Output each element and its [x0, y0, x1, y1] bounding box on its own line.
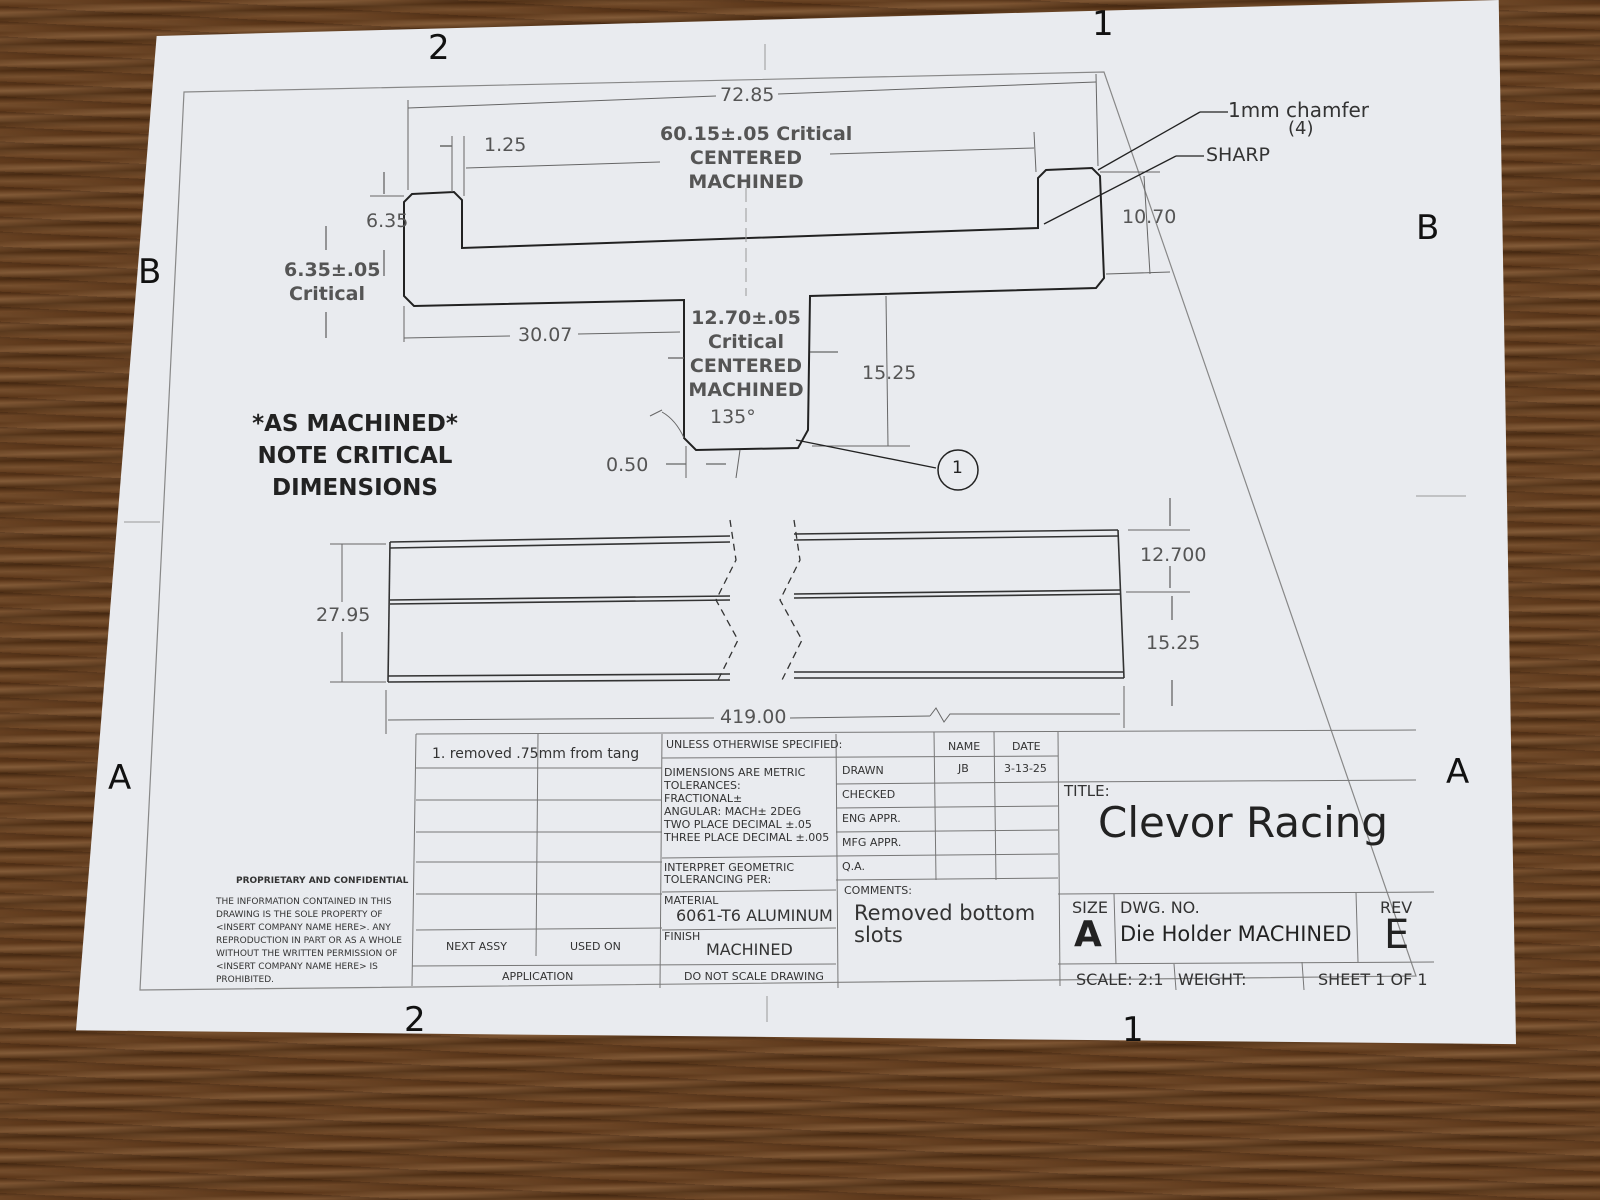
- unless-label: UNLESS OTHERWISE SPECIFIED:: [666, 738, 843, 751]
- dim-slot-width-line1: 60.15±.05 Critical: [660, 123, 853, 145]
- material-label: MATERIAL: [664, 894, 719, 907]
- comments-line2: slots: [854, 923, 903, 947]
- eng-appr-label: ENG APPR.: [842, 812, 901, 825]
- proprietary-text: THE INFORMATION CONTAINED IN THIS DRAWIN…: [216, 896, 402, 987]
- dim-slot-width-line3: MACHINED: [688, 171, 804, 193]
- dim-offset: 30.07: [518, 324, 573, 346]
- scale-label: SCALE: 2:1: [1076, 970, 1164, 989]
- application-label: APPLICATION: [502, 970, 574, 983]
- zone-2-top: 2: [428, 28, 450, 68]
- comments-line1: Removed bottom: [854, 901, 1036, 925]
- proprietary-line3: <INSERT COMPANY NAME HERE>. ANY: [216, 923, 391, 933]
- sharp-note: SHARP: [1206, 144, 1271, 166]
- dim-flange-tol-value: 6.35±.05: [284, 259, 381, 281]
- dim-total-height: 27.95: [316, 604, 371, 626]
- proprietary-line7: PROHIBITED.: [216, 975, 274, 985]
- dim-lower: 15.25: [1146, 632, 1201, 654]
- material-value: 6061-T6 ALUMINUM: [676, 906, 833, 925]
- dim-tang-width-line4: MACHINED: [688, 379, 804, 401]
- checked-label: CHECKED: [842, 788, 896, 801]
- dim-tang-width-line3: CENTERED: [689, 355, 803, 377]
- interpret-line2: TOLERANCING PER:: [664, 873, 772, 886]
- weight-label: WEIGHT:: [1178, 970, 1247, 989]
- balloon-number: 1: [952, 458, 963, 478]
- zone-1-bottom: 1: [1122, 1010, 1144, 1050]
- name-header: NAME: [948, 740, 981, 753]
- date-header: DATE: [1012, 740, 1041, 753]
- comments: Removed bottom slots: [854, 902, 1035, 946]
- rev-value: E: [1384, 912, 1410, 958]
- dim-tang-height: 15.25: [862, 362, 917, 384]
- proprietary-line4: REPRODUCTION IN PART OR AS A WHOLE: [216, 936, 402, 946]
- fractional-tol: FRACTIONAL±: [664, 792, 743, 805]
- finish-value: MACHINED: [706, 940, 793, 959]
- comments-label: COMMENTS:: [844, 884, 912, 897]
- angular-tol: ANGULAR: MACH± 2DEG: [664, 805, 802, 818]
- drawn-label: DRAWN: [842, 764, 884, 777]
- die-holder-profile: [403, 166, 1106, 452]
- drawn-date: 3-13-25: [1004, 762, 1047, 775]
- dim-tang-width-line2: Critical: [707, 331, 785, 353]
- drawing-title: Clevor Racing: [1098, 798, 1389, 847]
- dim-tang-width-line1: 12.70±.05: [691, 307, 801, 329]
- dim-overall-width: 72.85: [720, 84, 775, 106]
- interpret-block: INTERPRET GEOMETRIC TOLERANCING PER:: [664, 862, 794, 886]
- dims-metric: DIMENSIONS ARE METRIC: [664, 766, 806, 779]
- drawing-sheet: [76, 0, 1516, 1045]
- dim-upper: 12.700: [1140, 544, 1207, 566]
- machining-note: *AS MACHINED* NOTE CRITICAL DIMENSIONS: [178, 408, 532, 504]
- two-place-tol: TWO PLACE DECIMAL ±.05: [664, 818, 812, 831]
- size-label: SIZE: [1072, 898, 1108, 917]
- proprietary-title: PROPRIETARY AND CONFIDENTIAL: [236, 876, 409, 886]
- drawing-border: [139, 71, 1417, 991]
- dim-angle: 135°: [710, 406, 756, 428]
- dim-slot-width-line2: CENTERED: [689, 147, 803, 169]
- note-line1: *AS MACHINED*: [252, 411, 458, 437]
- title-label: TITLE:: [1064, 782, 1110, 800]
- chamfer-note: 1mm chamfer: [1228, 98, 1370, 122]
- proprietary-line5: WITHOUT THE WRITTEN PERMISSION OF: [216, 949, 398, 959]
- tolerances-label: TOLERANCES:: [664, 779, 741, 792]
- qa-label: Q.A.: [842, 860, 865, 873]
- interpret-line1: INTERPRET GEOMETRIC: [664, 861, 795, 874]
- sheet-label: SHEET 1 OF 1: [1318, 970, 1428, 989]
- three-place-tol: THREE PLACE DECIMAL ±.005: [664, 831, 830, 844]
- dim-flange-tol-note: Critical: [288, 283, 366, 305]
- next-assy-label: NEXT ASSY: [446, 940, 507, 953]
- dim-flange-tol: 6.35±.05 Critical: [284, 258, 381, 306]
- tolerances-block: DIMENSIONS ARE METRIC TOLERANCES: FRACTI…: [664, 766, 829, 844]
- drawn-name: JB: [958, 762, 969, 775]
- revision-note: 1. removed .75mm from tang: [432, 746, 640, 762]
- zone-a-right: A: [1446, 752, 1470, 792]
- balloon-circle: [937, 449, 979, 491]
- proprietary-line2: DRAWING IS THE SOLE PROPERTY OF: [216, 910, 383, 920]
- zone-2-bottom: 2: [404, 1000, 426, 1040]
- do-not-scale: DO NOT SCALE DRAWING: [684, 970, 824, 983]
- dwg-no-value: Die Holder MACHINED: [1120, 922, 1352, 946]
- dwg-no-label: DWG. NO.: [1120, 898, 1200, 917]
- dim-corner: 0.50: [606, 454, 649, 476]
- finish-label: FINISH: [664, 930, 701, 943]
- mfg-appr-label: MFG APPR.: [842, 836, 902, 849]
- proprietary-line1: THE INFORMATION CONTAINED IN THIS: [216, 897, 392, 907]
- used-on-label: USED ON: [570, 940, 621, 953]
- side-view: [387, 519, 1125, 683]
- proprietary-line6: <INSERT COMPANY NAME HERE> IS: [216, 962, 378, 972]
- note-line2: NOTE CRITICAL DIMENSIONS: [257, 443, 453, 501]
- dim-flange-height: 6.35: [366, 210, 409, 232]
- title-block-grid: [411, 729, 1435, 991]
- dim-tang-width: 12.70±.05 Critical CENTERED MACHINED: [686, 306, 806, 402]
- dim-slot-width: 60.15±.05 Critical CENTERED MACHINED: [660, 122, 853, 194]
- chamfer-count: (4): [1288, 118, 1314, 139]
- zone-1-top: 1: [1092, 4, 1114, 44]
- zone-b-left: B: [138, 252, 162, 292]
- size-value: A: [1074, 914, 1102, 955]
- rev-label: REV: [1380, 898, 1413, 917]
- dim-length: 419.00: [720, 706, 787, 728]
- dim-right-height: 10.70: [1122, 206, 1177, 228]
- zone-b-right: B: [1416, 208, 1440, 248]
- dim-chamfer-width: 1.25: [484, 134, 527, 156]
- zone-a-left: A: [108, 758, 132, 798]
